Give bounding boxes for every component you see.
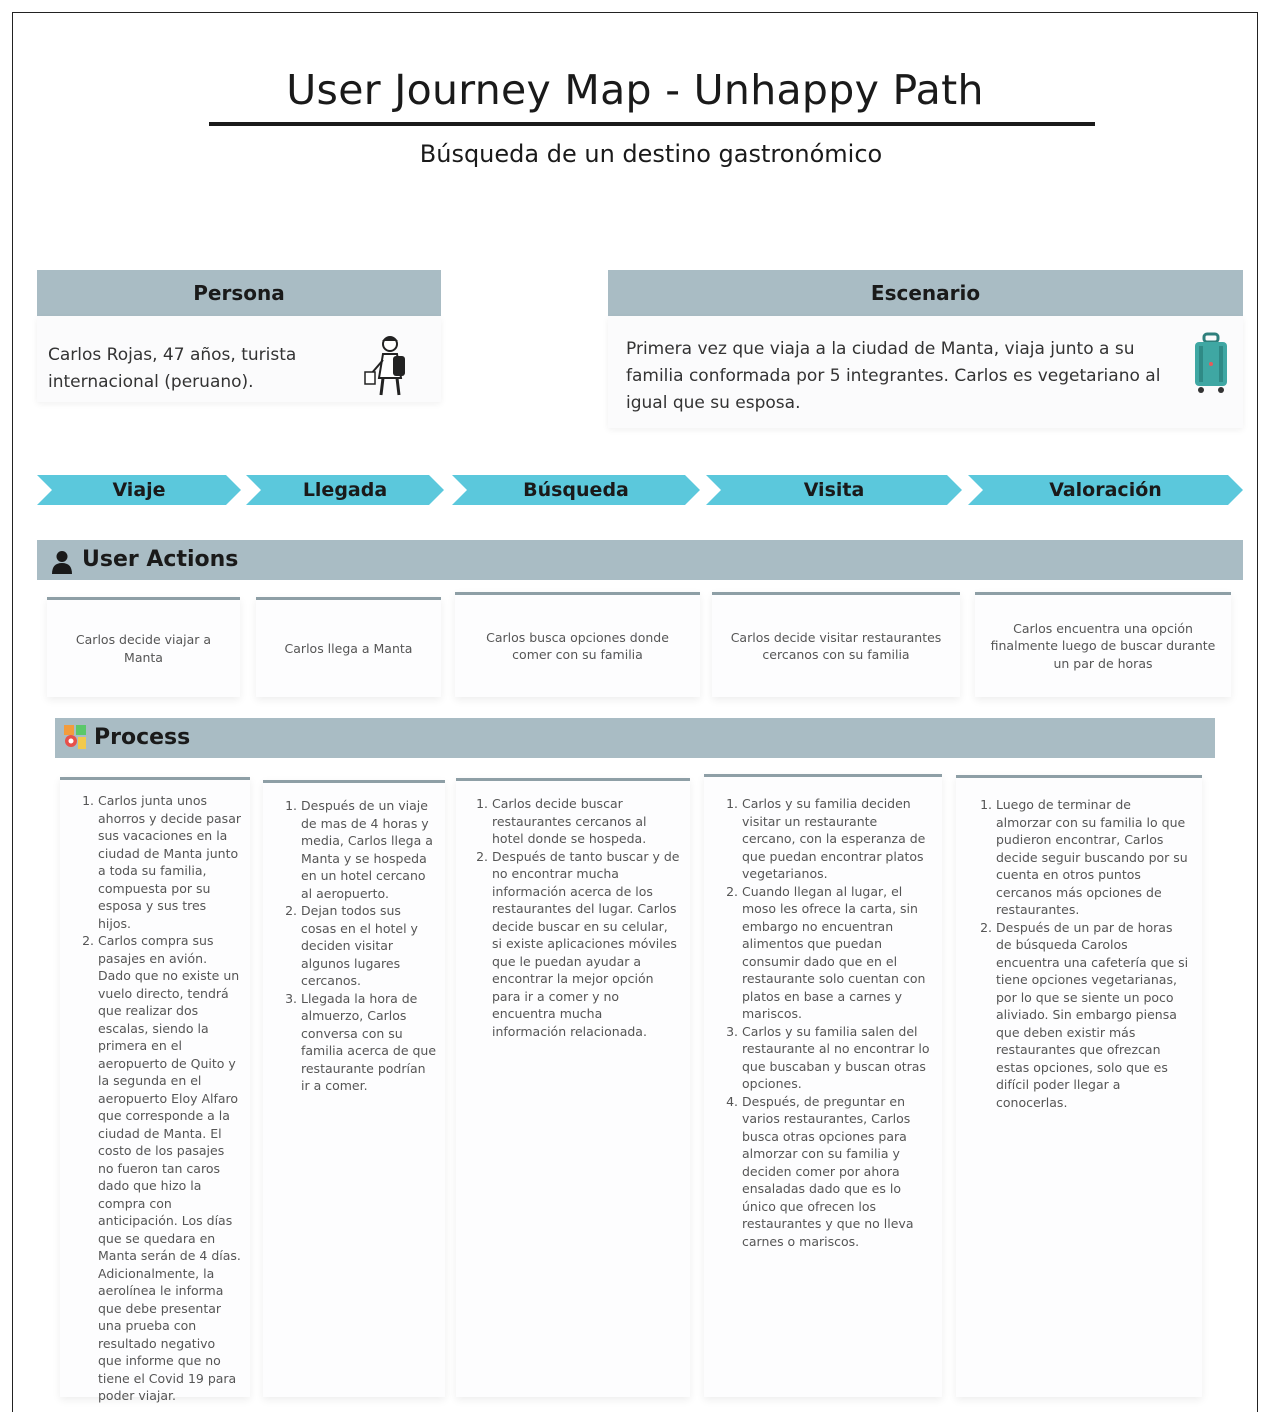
process-label: Process bbox=[94, 725, 191, 750]
process-step: Carlos junta unos ahorros y decide pasar… bbox=[98, 792, 242, 932]
page-title: User Journey Map - Unhappy Path bbox=[286, 66, 984, 114]
persona-text: Carlos Rojas, 47 años, turista internaci… bbox=[48, 345, 297, 392]
user-action-text: Carlos decide visitar restaurantes cerca… bbox=[730, 629, 942, 663]
process-card: Carlos y su familia deciden visitar un r… bbox=[704, 774, 942, 1397]
process-step: Luego de terminar de almorzar con su fam… bbox=[996, 796, 1190, 919]
process-steps: Carlos junta unos ahorros y decide pasar… bbox=[80, 792, 242, 1405]
user-action-text: Carlos decide viajar a Manta bbox=[75, 632, 212, 665]
process-steps: Luego de terminar de almorzar con su fam… bbox=[978, 796, 1190, 1111]
stage-llegada: Llegada bbox=[246, 475, 444, 505]
process-card: Carlos junta unos ahorros y decide pasar… bbox=[60, 777, 250, 1403]
process-steps: Después de un viaje de mas de 4 horas y … bbox=[283, 797, 437, 1095]
process-step: Llegada la hora de almuerzo, Carlos conv… bbox=[301, 990, 437, 1095]
user-actions-label: User Actions bbox=[82, 547, 239, 572]
scenario-heading: Escenario bbox=[608, 270, 1243, 316]
user-action-card: Carlos decide viajar a Manta bbox=[47, 597, 240, 697]
process-step: Después de tanto buscar y de no encontra… bbox=[492, 848, 680, 1041]
scenario-panel: Primera vez que viaja a la ciudad de Man… bbox=[608, 316, 1243, 428]
process-steps: Carlos y su familia deciden visitar un r… bbox=[724, 795, 932, 1250]
process-step: Carlos decide buscar restaurantes cercan… bbox=[492, 795, 680, 848]
process-card: Luego de terminar de almorzar con su fam… bbox=[956, 775, 1202, 1397]
process-step: Después de un par de horas de búsqueda C… bbox=[996, 919, 1190, 1112]
traveler-with-backpack-icon bbox=[361, 332, 411, 407]
title-underline bbox=[209, 122, 1095, 126]
process-band: Process bbox=[55, 718, 1215, 758]
process-card: Después de un viaje de mas de 4 horas y … bbox=[263, 780, 445, 1397]
process-step: Después, de preguntar en varios restaura… bbox=[742, 1093, 932, 1251]
process-step: Cuando llegan al lugar, el moso les ofre… bbox=[742, 883, 932, 1023]
process-icon bbox=[63, 724, 87, 764]
scenario-text: Primera vez que viaja a la ciudad de Man… bbox=[626, 339, 1161, 413]
user-icon bbox=[51, 548, 73, 588]
stage-busqueda: Búsqueda bbox=[452, 475, 700, 505]
journey-map-frame bbox=[12, 12, 1258, 1412]
user-action-text: Carlos llega a Manta bbox=[284, 640, 413, 656]
user-action-card: Carlos llega a Manta bbox=[256, 597, 441, 697]
persona-panel: Carlos Rojas, 47 años, turista internaci… bbox=[37, 316, 441, 402]
persona-heading: Persona bbox=[37, 270, 441, 316]
user-actions-band: User Actions bbox=[37, 540, 1243, 580]
process-step: Después de un viaje de mas de 4 horas y … bbox=[301, 797, 437, 902]
user-action-card: Carlos decide visitar restaurantes cerca… bbox=[712, 592, 960, 697]
user-action-text: Carlos busca opciones donde comer con su… bbox=[486, 629, 669, 663]
stage-visita: Visita bbox=[706, 475, 962, 505]
process-step: Carlos y su familia deciden visitar un r… bbox=[742, 795, 932, 883]
user-action-card: Carlos encuentra una opción finalmente l… bbox=[975, 592, 1231, 697]
stage-valoracion: Valoración bbox=[968, 475, 1243, 505]
process-step: Carlos y su familia salen del restaurant… bbox=[742, 1023, 932, 1093]
process-steps: Carlos decide buscar restaurantes cercan… bbox=[474, 795, 680, 1040]
user-action-card: Carlos busca opciones donde comer con su… bbox=[455, 592, 700, 697]
process-card: Carlos decide buscar restaurantes cercan… bbox=[456, 778, 690, 1397]
page-subtitle: Búsqueda de un destino gastronómico bbox=[419, 140, 883, 168]
stage-viaje: Viaje bbox=[37, 475, 241, 505]
suitcase-icon bbox=[1191, 332, 1231, 403]
user-action-text: Carlos encuentra una opción finalmente l… bbox=[990, 620, 1216, 671]
process-step: Carlos compra sus pasajes en avión. Dado… bbox=[98, 932, 242, 1405]
process-step: Dejan todos sus cosas en el hotel y deci… bbox=[301, 902, 437, 990]
